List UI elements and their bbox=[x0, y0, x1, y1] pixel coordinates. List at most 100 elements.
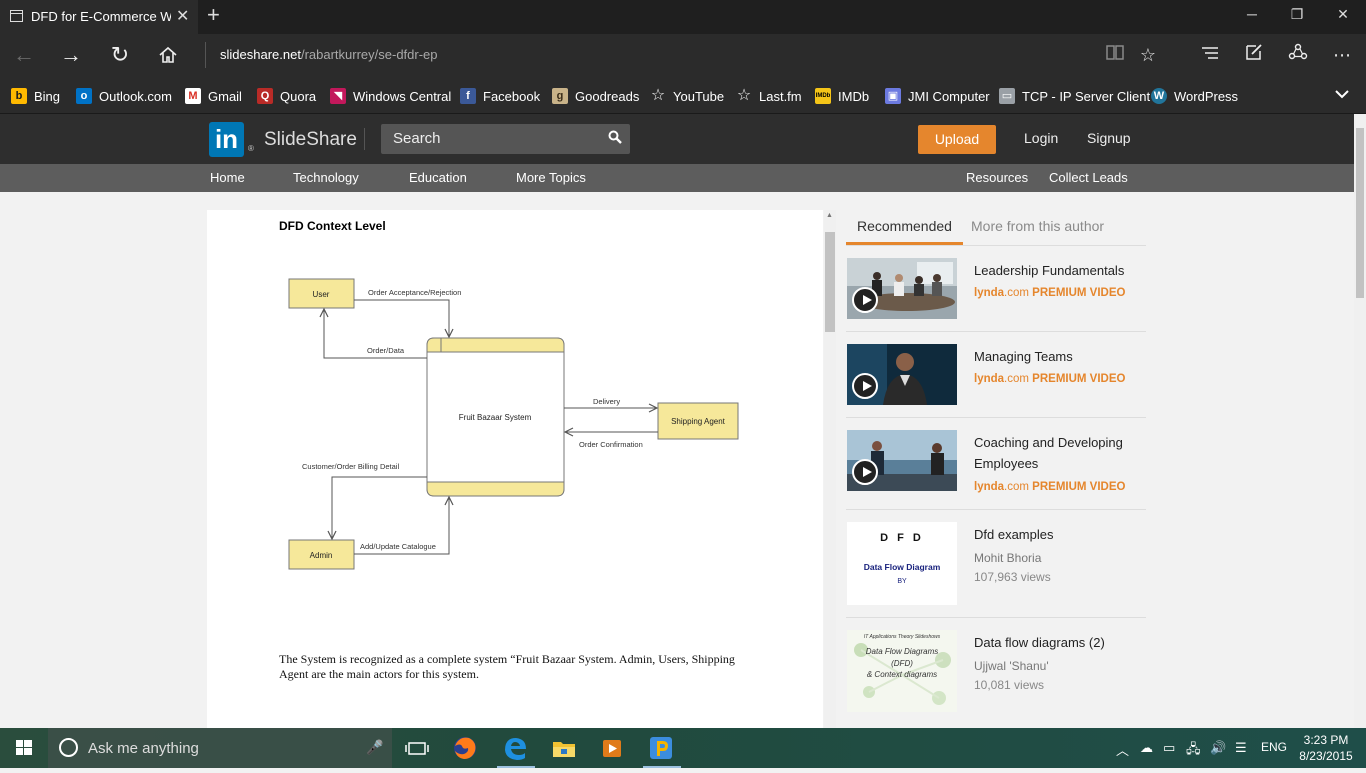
thumb-subtitle: Data Flow Diagram bbox=[863, 562, 941, 572]
favorite-windows-central[interactable]: ◥Windows Central bbox=[330, 88, 451, 104]
lynda-brand: lynda bbox=[974, 481, 1005, 493]
thumb-line3: & Context diagrams bbox=[866, 670, 938, 679]
recommendation-title[interactable]: Leadership Fundamentals bbox=[974, 263, 1125, 278]
lynda-suffix: .com bbox=[1004, 373, 1029, 385]
media-player-icon[interactable] bbox=[598, 734, 626, 762]
play-icon[interactable] bbox=[852, 287, 878, 313]
restore-button[interactable]: ❐ bbox=[1290, 6, 1304, 22]
new-tab-button[interactable]: + bbox=[207, 2, 220, 27]
reading-view-icon[interactable] bbox=[1102, 43, 1128, 67]
search-input[interactable]: Search bbox=[381, 124, 630, 154]
thumb-byline: BY bbox=[897, 578, 907, 585]
recommendation-author[interactable]: Mohit Bhoria bbox=[974, 551, 1042, 565]
favorite-star-icon[interactable]: ☆ bbox=[1139, 45, 1157, 65]
refresh-button[interactable]: ↻ bbox=[110, 42, 130, 67]
tag-label: PREMIUM VIDEO bbox=[1032, 287, 1126, 299]
network-icon[interactable]: 🖧 bbox=[1186, 741, 1201, 756]
recommendation-title[interactable]: Coaching and Developing Employees bbox=[974, 435, 1123, 471]
slide-scroll-thumb[interactable] bbox=[825, 232, 835, 332]
hub-icon[interactable] bbox=[1197, 43, 1223, 67]
lynda-brand: lynda bbox=[974, 373, 1005, 385]
back-button[interactable]: ← bbox=[13, 42, 35, 67]
cortana-search-box[interactable]: Ask me anything 🎤 bbox=[48, 728, 392, 768]
file-explorer-icon[interactable] bbox=[550, 734, 578, 762]
page-scroll-thumb[interactable] bbox=[1356, 128, 1364, 298]
play-icon[interactable] bbox=[852, 373, 878, 399]
nav-resources[interactable]: Resources bbox=[966, 170, 1029, 185]
recommendation-item[interactable]: Leadership Fundamentals lynda.com PREMIU… bbox=[846, 258, 1146, 332]
nav-collect-leads[interactable]: Collect Leads bbox=[1049, 170, 1128, 185]
signup-link[interactable]: Signup bbox=[1087, 130, 1131, 146]
recommendation-title[interactable]: Managing Teams bbox=[974, 349, 1073, 364]
chevron-up-icon[interactable]: ︿ bbox=[1116, 743, 1130, 758]
close-tab-icon[interactable]: ✕ bbox=[176, 8, 190, 25]
tab-recommended[interactable]: Recommended bbox=[846, 210, 963, 245]
nav-home[interactable]: Home bbox=[210, 170, 245, 185]
url-field[interactable]: slideshare.net/rabartkurrey/se-dfdr-ep bbox=[220, 47, 438, 62]
slide-scrollbar[interactable]: ▲ bbox=[824, 210, 836, 728]
play-icon[interactable] bbox=[852, 459, 878, 485]
onedrive-icon[interactable]: ☁ bbox=[1140, 740, 1153, 755]
share-icon[interactable] bbox=[1285, 43, 1311, 67]
chevron-down-icon[interactable] bbox=[1335, 86, 1349, 102]
recommendation-title[interactable]: Dfd examples bbox=[974, 527, 1054, 542]
forward-button[interactable]: → bbox=[60, 42, 82, 67]
video-thumbnail[interactable] bbox=[847, 430, 957, 491]
favorite-tcp[interactable]: ▭TCP - IP Server Client bbox=[999, 88, 1150, 104]
search-icon[interactable] bbox=[608, 130, 622, 144]
recommendation-item[interactable]: Coaching and Developing Employees lynda.… bbox=[846, 430, 1146, 510]
close-window-button[interactable]: ✕ bbox=[1337, 6, 1349, 22]
task-view-icon[interactable] bbox=[403, 734, 431, 762]
slide-viewer[interactable]: DFD Context Level User Fruit Bazaar Syst… bbox=[207, 210, 823, 728]
login-link[interactable]: Login bbox=[1024, 130, 1059, 146]
edge-icon[interactable] bbox=[501, 734, 529, 762]
scroll-up-icon[interactable]: ▲ bbox=[826, 212, 833, 219]
action-center-icon[interactable]: ☰ bbox=[1235, 740, 1247, 755]
volume-icon[interactable]: 🔊 bbox=[1210, 740, 1227, 755]
recommendation-author[interactable]: Ujjwal 'Shanu' bbox=[974, 659, 1049, 673]
favorite-youtube[interactable]: ☆YouTube bbox=[650, 88, 724, 104]
recommendation-item[interactable]: IT Applications Theory Slideshows Data F… bbox=[846, 630, 1146, 728]
video-thumbnail[interactable] bbox=[847, 344, 957, 405]
page-scrollbar[interactable] bbox=[1354, 114, 1366, 728]
microphone-icon[interactable]: 🎤 bbox=[366, 739, 384, 755]
web-note-icon[interactable] bbox=[1241, 43, 1267, 67]
dfd-diagram: User Fruit Bazaar System Shipping Agent … bbox=[288, 278, 739, 570]
linkedin-logo[interactable]: in bbox=[209, 122, 244, 157]
slideshare-brand[interactable]: SlideShare bbox=[264, 129, 357, 150]
home-button[interactable] bbox=[154, 42, 182, 68]
nav-more-topics[interactable]: More Topics bbox=[516, 170, 586, 185]
more-actions-icon[interactable]: ⋯ bbox=[1333, 45, 1351, 65]
start-button[interactable] bbox=[0, 728, 48, 768]
app-p-icon[interactable] bbox=[647, 734, 675, 762]
minimize-button[interactable]: ─ bbox=[1247, 6, 1257, 22]
favorite-lastfm[interactable]: ☆Last.fm bbox=[736, 88, 802, 104]
battery-icon[interactable]: ▭ bbox=[1163, 740, 1176, 755]
favorite-jmi[interactable]: ▣JMI Computer bbox=[885, 88, 990, 104]
browser-tab[interactable]: DFD for E-Commerce W ✕ bbox=[0, 0, 198, 34]
recommendation-title[interactable]: Data flow diagrams (2) bbox=[974, 635, 1105, 650]
recommendation-item[interactable]: Managing Teams lynda.com PREMIUM VIDEO bbox=[846, 344, 1146, 418]
nav-education[interactable]: Education bbox=[409, 170, 467, 185]
upload-button[interactable]: Upload bbox=[918, 125, 996, 154]
slideshow-thumbnail[interactable]: D F D Data Flow Diagram BY bbox=[847, 522, 957, 605]
recommendation-item[interactable]: D F D Data Flow Diagram BY Dfd examples … bbox=[846, 522, 1146, 618]
tab-more-from-author[interactable]: More from this author bbox=[971, 218, 1105, 234]
firefox-icon[interactable] bbox=[451, 734, 479, 762]
system-clock[interactable]: 3:23 PM 8/23/2015 bbox=[1296, 732, 1356, 764]
slideshow-thumbnail[interactable]: IT Applications Theory Slideshows Data F… bbox=[847, 630, 957, 712]
language-indicator[interactable]: ENG bbox=[1261, 740, 1288, 754]
nav-technology[interactable]: Technology bbox=[293, 170, 359, 185]
quora-icon: Q bbox=[257, 88, 273, 104]
search-placeholder: Search bbox=[393, 130, 441, 147]
video-thumbnail[interactable] bbox=[847, 258, 957, 319]
